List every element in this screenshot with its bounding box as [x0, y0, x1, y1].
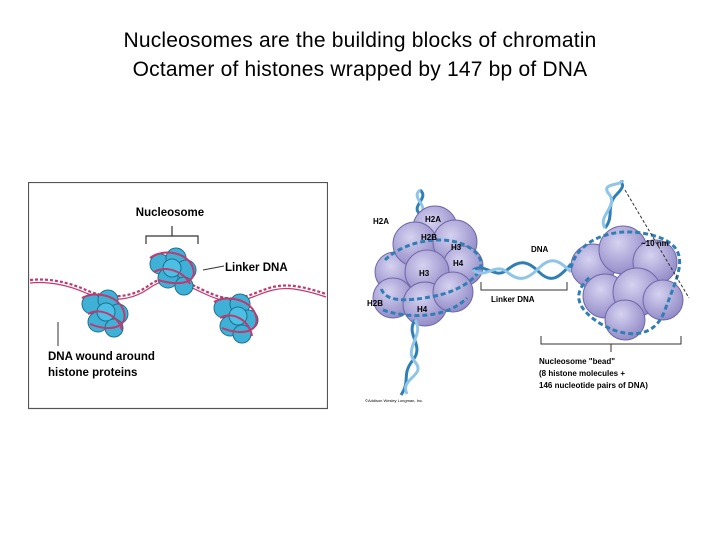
title-line-2: Octamer of histones wrapped by 147 bp of… [0, 55, 720, 84]
label-h4-bottom: H4 [417, 305, 428, 314]
title-line-1: Nucleosomes are the building blocks of c… [0, 26, 720, 55]
label-dna-wound-1: DNA wound around [48, 351, 155, 363]
label-linker-dna-right: Linker DNA [491, 295, 535, 304]
label-bead-3: 146 nucleotide pairs of DNA) [539, 381, 648, 390]
label-h2a-left: H2A [373, 217, 389, 226]
bead-bracket [541, 336, 681, 352]
label-nucleosome: Nucleosome [136, 207, 204, 219]
label-dna-wound-2: histone proteins [48, 367, 137, 379]
label-size-10nm: ~10 nm [641, 239, 669, 248]
label-dna: DNA [531, 245, 549, 254]
label-linker-dna: Linker DNA [225, 262, 288, 274]
label-h4-right: H4 [453, 259, 464, 268]
label-bead-1: Nucleosome "bead" [539, 357, 615, 366]
nucleosome-structure-figure: H2A H2A H2B H3 H4 H3 H2B H4 DNA Linker D… [355, 180, 705, 410]
linker-dna-helix [473, 261, 571, 279]
label-bead-2: (8 histone molecules + [539, 369, 625, 378]
label-h2a-right: H2A [425, 215, 441, 224]
nucleosome-schematic-figure: Nucleosome Linker DNA DNA wound around h… [28, 182, 328, 410]
label-h3-center: H3 [419, 269, 430, 278]
label-h2b-left: H2B [367, 299, 383, 308]
label-h3-right: H3 [451, 243, 462, 252]
dna-helix-bottom [401, 320, 418, 395]
label-copyright: ©Addison Wesley Longman, Inc. [365, 398, 423, 403]
histone-octamer-left [373, 206, 483, 326]
linker-bracket [481, 282, 567, 290]
dna-helix-top-right [603, 180, 623, 228]
label-h2b-top: H2B [421, 233, 437, 242]
slide-title: Nucleosomes are the building blocks of c… [0, 26, 720, 84]
